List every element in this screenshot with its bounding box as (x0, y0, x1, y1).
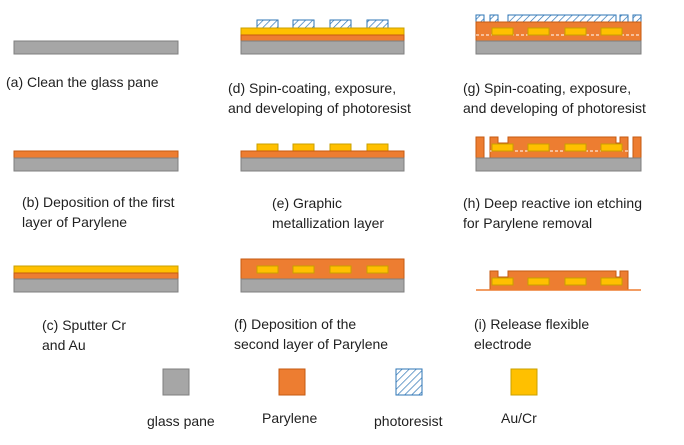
step-i-figure (476, 270, 641, 291)
au-cr-pad (491, 27, 514, 36)
caption-step-g: (g) Spin-coating, exposure, and developi… (463, 78, 646, 118)
au-cr-pad (256, 143, 279, 152)
caption-step-e: (e) Graphic metallization layer (272, 193, 384, 233)
legend-label-photoresist: photoresist (374, 413, 443, 429)
caption-line: and Au (42, 337, 86, 353)
caption-line: and developing of photoresist (463, 100, 646, 116)
step-d-figure (240, 19, 405, 55)
au-cr-pad (366, 265, 389, 274)
parylene-layer (240, 150, 405, 159)
au-cr-pad (491, 143, 514, 152)
au-cr-pad (600, 27, 623, 36)
photoresist-block (632, 14, 642, 23)
parylene-layer (13, 272, 179, 280)
step-f-figure (240, 258, 405, 293)
au-cr-pad (329, 265, 352, 274)
caption-line: (b) Deposition of the first (22, 194, 175, 210)
caption-line: (g) Spin-coating, exposure, (463, 80, 632, 96)
legend-swatch-glass (162, 368, 190, 396)
au-cr-pad (366, 143, 389, 152)
caption-line: (a) Clean the glass pane (6, 74, 159, 90)
caption-line: and developing of photoresist (228, 100, 411, 116)
au-cr-pad (292, 143, 315, 152)
au-cr-pad (491, 277, 514, 286)
caption-line: (i) Release flexible (474, 316, 590, 332)
legend-label-parylene: Parylene (262, 410, 318, 426)
glass-substrate (475, 40, 642, 55)
legend-swatch-au-cr (510, 368, 538, 396)
caption-line: layer of Parylene (22, 214, 128, 230)
au-cr-pad (527, 277, 550, 286)
photoresist-block (475, 14, 485, 23)
step-h-figure (475, 136, 642, 172)
caption-line: (d) Spin-coating, exposure, (228, 80, 397, 96)
photoresist-block (256, 19, 279, 29)
au-cr-pad (600, 277, 623, 286)
legend-label-glass: glass pane (147, 413, 215, 429)
au-cr-pad (527, 143, 550, 152)
au-cr-pad (564, 277, 587, 286)
caption-step-h: (h) Deep reactive ion etching for Paryle… (463, 193, 642, 233)
caption-line: metallization layer (272, 215, 385, 231)
photoresist-block (619, 14, 629, 23)
caption-line: (f) Deposition of the (234, 316, 357, 332)
glass-substrate (13, 40, 179, 55)
au-cr-pad (564, 27, 587, 36)
au-cr-layer (13, 265, 179, 274)
au-cr-pad (329, 143, 352, 152)
caption-step-c: (c) Sputter Cr and Au (42, 315, 126, 355)
legend-swatch-parylene (278, 368, 306, 396)
au-cr-pad (527, 27, 550, 36)
photoresist-block (292, 19, 315, 29)
au-cr-pad (564, 143, 587, 152)
step-b-figure (13, 150, 179, 172)
caption-step-f: (f) Deposition of the second layer of Pa… (234, 314, 388, 354)
glass-substrate (240, 40, 405, 55)
parylene-layer (13, 150, 179, 159)
au-cr-pad (256, 265, 279, 274)
step-c-figure (13, 265, 179, 293)
step-g-figure (475, 14, 642, 55)
caption-line: for Parylene removal (463, 215, 593, 231)
caption-line: electrode (474, 336, 532, 352)
flexible-electrode (489, 270, 629, 291)
step-e-figure (240, 143, 405, 172)
au-cr-layer (240, 27, 405, 36)
glass-substrate (240, 157, 405, 172)
caption-line: (e) Graphic (272, 195, 343, 211)
photoresist-block (489, 14, 499, 23)
legend-label-au-cr: Au/Cr (501, 410, 537, 426)
caption-line: (h) Deep reactive ion etching (463, 195, 642, 211)
step-a-figure (13, 40, 179, 55)
glass-substrate (240, 278, 405, 293)
au-cr-pad (600, 143, 623, 152)
caption-step-b: (b) Deposition of the first layer of Par… (22, 192, 175, 232)
photoresist-block (507, 14, 617, 23)
photoresist-block (366, 19, 389, 29)
caption-step-i: (i) Release flexible electrode (474, 314, 589, 354)
au-cr-pad (292, 265, 315, 274)
photoresist-block (329, 19, 352, 29)
glass-substrate (13, 157, 179, 172)
caption-step-a: (a) Clean the glass pane (6, 72, 159, 92)
caption-line: second layer of Parylene (234, 336, 389, 352)
caption-step-d: (d) Spin-coating, exposure, and developi… (228, 78, 411, 118)
caption-line: (c) Sputter Cr (42, 317, 127, 333)
glass-substrate (475, 157, 642, 172)
parylene-layer (240, 34, 405, 42)
legend-swatch-photoresist (395, 368, 423, 396)
glass-substrate (13, 278, 179, 293)
